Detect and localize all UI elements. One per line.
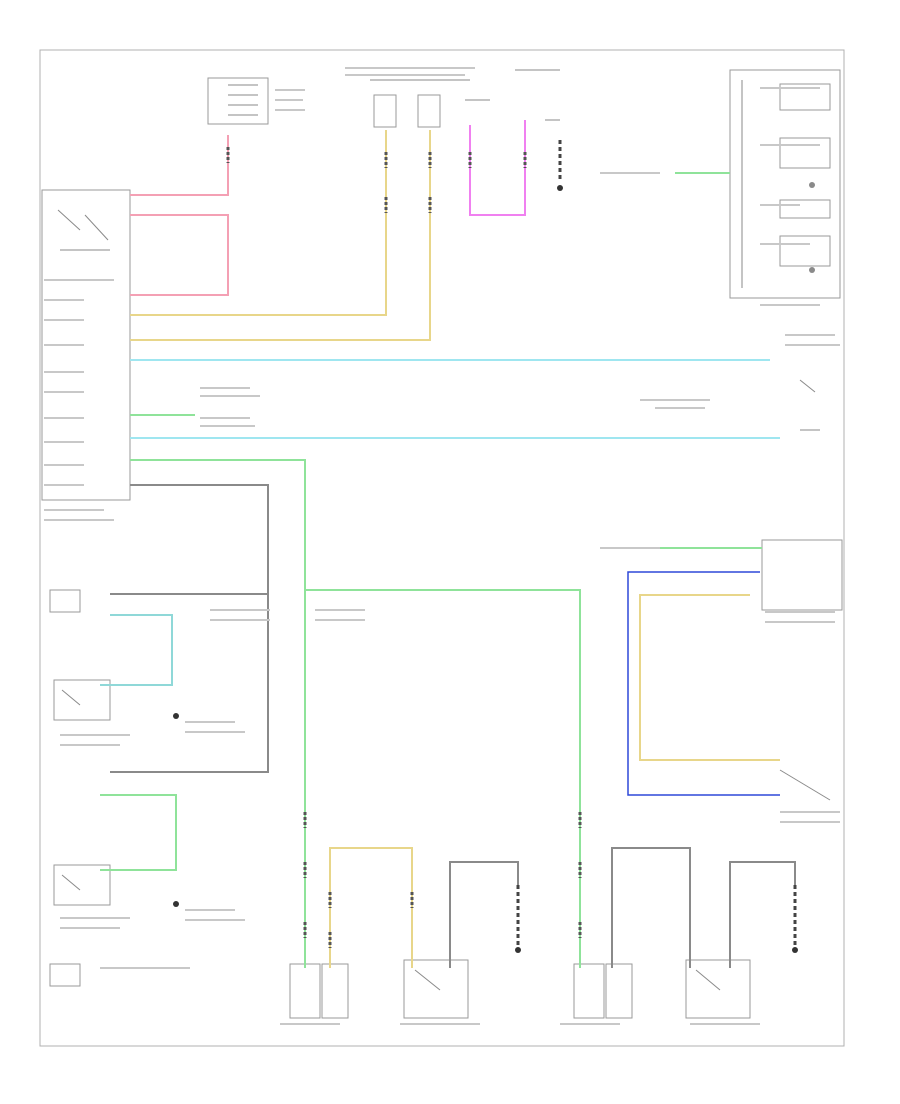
left-ground-block (49, 589, 81, 987)
instrument-cluster (729, 69, 841, 299)
right-rear-switch (799, 379, 820, 431)
fineprint-layer (44, 67, 840, 1025)
door-ground-a (515, 885, 521, 953)
right-side-ground-block (761, 539, 843, 801)
wire-layer (100, 120, 796, 968)
wire-gray-a (110, 484, 269, 773)
driver-door-switch (573, 963, 633, 1019)
wire-gray-b (449, 861, 519, 968)
wire-teal (100, 614, 173, 686)
wire-gray-d (729, 861, 796, 968)
wire-tan-c (639, 594, 780, 761)
passenger-door-ajar (403, 959, 469, 1019)
passenger-door-switch (289, 963, 349, 1019)
wire-blue (627, 571, 780, 796)
wire-green-b (130, 459, 306, 968)
diagram-frame (39, 49, 845, 1047)
wire-green-f (100, 794, 177, 871)
wire-red-b (130, 214, 229, 296)
wire-green-c (305, 589, 581, 968)
left-control-module (41, 189, 131, 501)
door-ground-b (792, 885, 798, 953)
left-rear-door-switch (53, 679, 179, 721)
ground-top (545, 119, 563, 191)
connector-stack-top (370, 69, 560, 128)
wire-tan-d (329, 847, 413, 968)
right-rear-door-switch (53, 864, 179, 907)
driver-door-ajar (685, 959, 751, 1019)
top-fuse-block (207, 77, 269, 125)
wire-magenta (469, 120, 526, 216)
wire-gray-c (611, 847, 691, 968)
wire-tan-a (130, 130, 387, 316)
wire-red-a (130, 135, 229, 196)
